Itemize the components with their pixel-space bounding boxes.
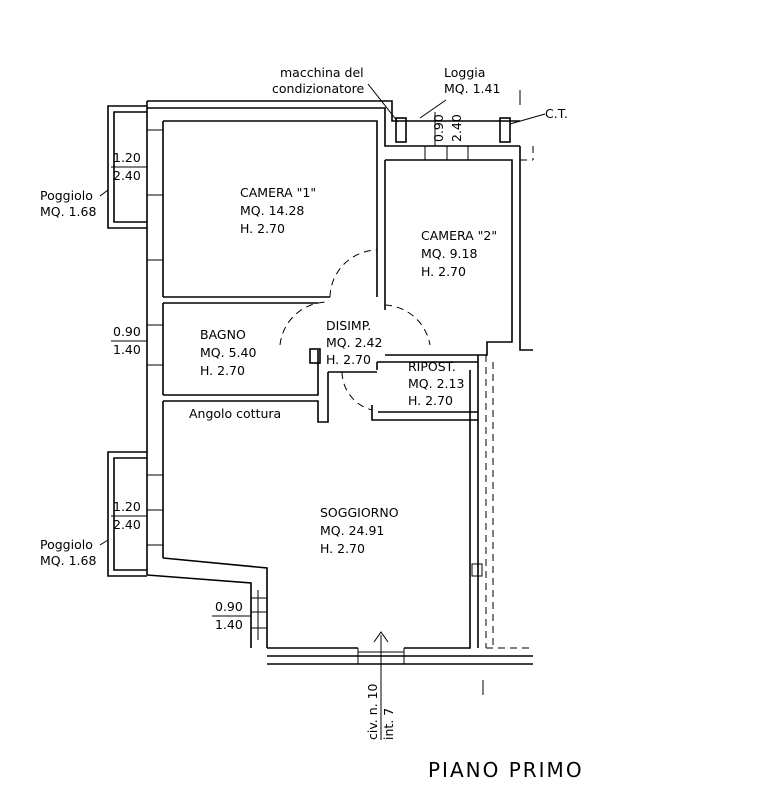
- leader-lines: [99, 83, 546, 740]
- poggiolo-top-window-height: 2.40: [113, 168, 141, 183]
- disimp-area: MQ. 2.42: [326, 335, 382, 350]
- bagno-window-width: 0.90: [113, 324, 141, 339]
- ripost-area: MQ. 2.13: [408, 376, 464, 391]
- soggiorno-name: SOGGIORNO: [320, 505, 399, 520]
- poggiolo-top-area: MQ. 1.68: [40, 204, 96, 219]
- disimp-name: DISIMP.: [326, 318, 371, 333]
- loggia-label: Loggia: [444, 65, 485, 80]
- ripost-name: RIPOST.: [408, 359, 456, 374]
- poggiolo-bottom-label: Poggiolo: [40, 537, 93, 552]
- exterior-walls: [146, 100, 534, 665]
- ripost-height: H. 2.70: [408, 393, 453, 408]
- poggiolo-bottom-window-height: 2.40: [113, 517, 141, 532]
- loggia-area: MQ. 1.41: [444, 81, 500, 96]
- bagno-area: MQ. 5.40: [200, 345, 256, 360]
- bagno-name: BAGNO: [200, 327, 246, 342]
- camera2-area: MQ. 9.18: [421, 246, 477, 261]
- int-label: int. 7: [381, 708, 396, 740]
- disimp-height: H. 2.70: [326, 352, 371, 367]
- soggiorno-window-height: 1.40: [215, 617, 243, 632]
- loggia-window-height: 2.40: [449, 114, 464, 142]
- poggiolo-bottom-window-width: 1.20: [113, 499, 141, 514]
- camera1-height: H. 2.70: [240, 221, 285, 236]
- angolo-cottura-label: Angolo cottura: [189, 406, 281, 421]
- civ-label: civ. n. 10: [365, 683, 380, 740]
- room-labels: CAMERA "1" MQ. 14.28 H. 2.70 CAMERA "2" …: [200, 185, 497, 556]
- loggia: [395, 112, 511, 146]
- bagno-window-height: 1.40: [113, 342, 141, 357]
- annotation-labels: macchina del condizionatore Loggia MQ. 1…: [40, 65, 584, 782]
- camera2-height: H. 2.70: [421, 264, 466, 279]
- camera1-area: MQ. 14.28: [240, 203, 304, 218]
- macchina-label-line1: macchina del: [280, 65, 364, 80]
- window-dimension-labels: 0.90 2.40 1.20 2.40 0.90 1.40 1.20 2.40 …: [111, 114, 464, 632]
- ct-label: C.T.: [545, 106, 568, 121]
- camera2-name: CAMERA "2": [421, 228, 497, 243]
- windows: [147, 90, 521, 695]
- poggiolo-bottom-area: MQ. 1.68: [40, 553, 96, 568]
- macchina-label-line2: condizionatore: [272, 81, 365, 96]
- camera1-name: CAMERA "1": [240, 185, 316, 200]
- bagno-height: H. 2.70: [200, 363, 245, 378]
- soggiorno-height: H. 2.70: [320, 541, 365, 556]
- soggiorno-area: MQ. 24.91: [320, 523, 384, 538]
- poggiolo-top-window-width: 1.20: [113, 150, 141, 165]
- floor-title: PIANO PRIMO: [428, 758, 584, 782]
- doors: [279, 249, 431, 411]
- poggiolo-top-label: Poggiolo: [40, 188, 93, 203]
- soggiorno-window-width: 0.90: [215, 599, 243, 614]
- loggia-window-width: 0.90: [431, 114, 446, 142]
